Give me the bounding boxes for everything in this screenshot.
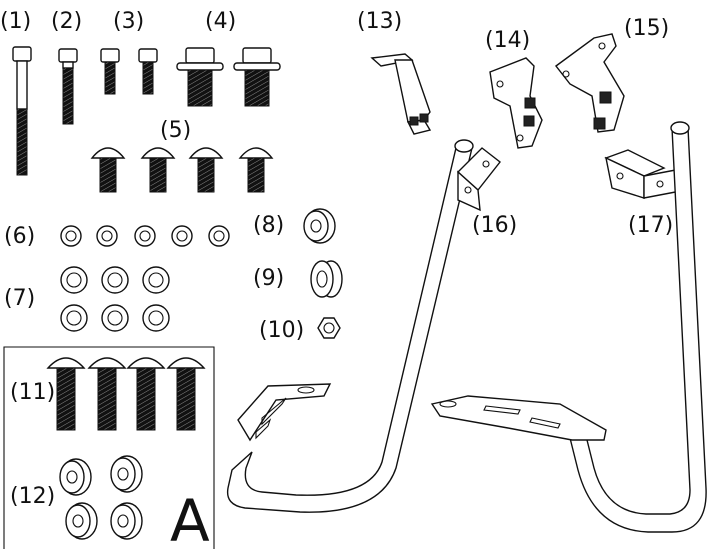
label-part-2: (14) [485,28,530,53]
guard-frame-right [430,121,707,533]
label-part-7: (2) [51,9,82,34]
short-bolts-part-8 [100,48,158,95]
kit-a-letter: A [170,487,210,549]
label-part-11: (6) [4,224,35,249]
label-part-15: (10) [259,318,304,343]
button-bolts-part-16 [46,357,206,431]
label-part-13: (8) [253,213,284,238]
spacer-part-13 [303,208,336,244]
flange-bolts-part-9 [176,47,281,107]
label-part-6: (1) [0,9,31,34]
label-part-8: (3) [113,9,144,34]
label-part-10: (5) [160,118,191,143]
washers-part-11 [60,225,230,247]
bracket-part-1 [370,53,432,135]
label-part-12: (7) [4,286,35,311]
grommet-part-14 [310,260,343,298]
bolt-part-7 [58,48,78,125]
label-part-1: (13) [357,9,402,34]
label-part-17: (12) [10,484,55,509]
plate-part-3 [555,33,625,133]
button-bolts-part-10 [90,147,274,193]
label-part-3: (15) [624,16,669,41]
label-part-5: (17) [628,213,673,238]
guard-frame-left [226,139,501,513]
spacers-part-17 [59,455,143,540]
label-part-4: (16) [472,213,517,238]
label-part-14: (9) [253,266,284,291]
label-part-9: (4) [205,9,236,34]
plate-part-2 [489,57,543,149]
large-washers-part-12 [60,266,170,332]
label-part-16: (11) [10,380,55,405]
kit-a-box: A [3,346,215,549]
nut-part-15 [317,317,341,339]
long-bolt-part-6 [12,46,32,176]
